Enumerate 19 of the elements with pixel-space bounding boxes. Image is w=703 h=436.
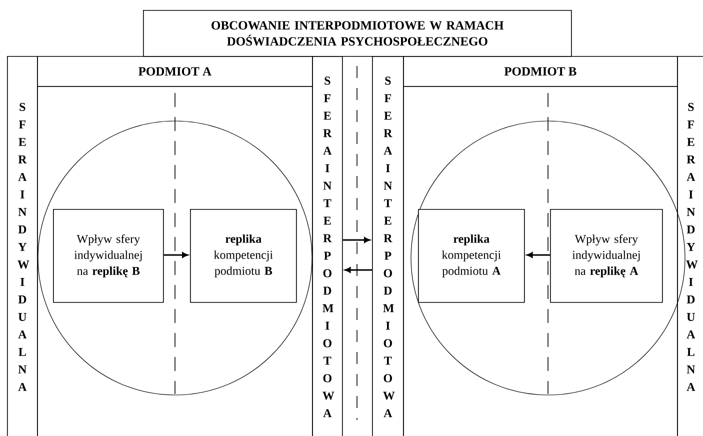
text-box: replika kompetencji podmiotu B — [190, 209, 297, 303]
text-box: Wpływ sfery indywidualnej na replikę A — [550, 209, 663, 303]
text-box — [37, 86, 313, 436]
vertical-column: SFERA INTERPODMIOTOWA — [312, 56, 343, 436]
header-box: PODMIOT B — [403, 56, 678, 87]
arrow — [526, 252, 550, 258]
arrow — [164, 252, 188, 258]
arrow — [342, 237, 370, 243]
circle — [38, 120, 312, 396]
text-box: Wpływ sfery indywidualnej na replikę B — [53, 209, 164, 303]
header-box: PODMIOT A — [37, 56, 313, 87]
text-box — [403, 86, 678, 436]
text-box: replika kompetencji podmiotu A — [418, 209, 525, 303]
vertical-column: SFERA INTERPODMIOTOWA — [372, 56, 404, 436]
arrow — [344, 267, 372, 273]
vertical-column: SFERA INDYWIDUALNA — [7, 56, 38, 436]
vertical-column: SFERA INDYWIDUALNA — [677, 56, 703, 436]
circle — [410, 120, 686, 396]
title-box: OBCOWANIE INTERPODMIOTOWE W RAMACH DOŚWIADCZENIA PSYCHOSPOŁECZNEGO — [143, 10, 572, 57]
